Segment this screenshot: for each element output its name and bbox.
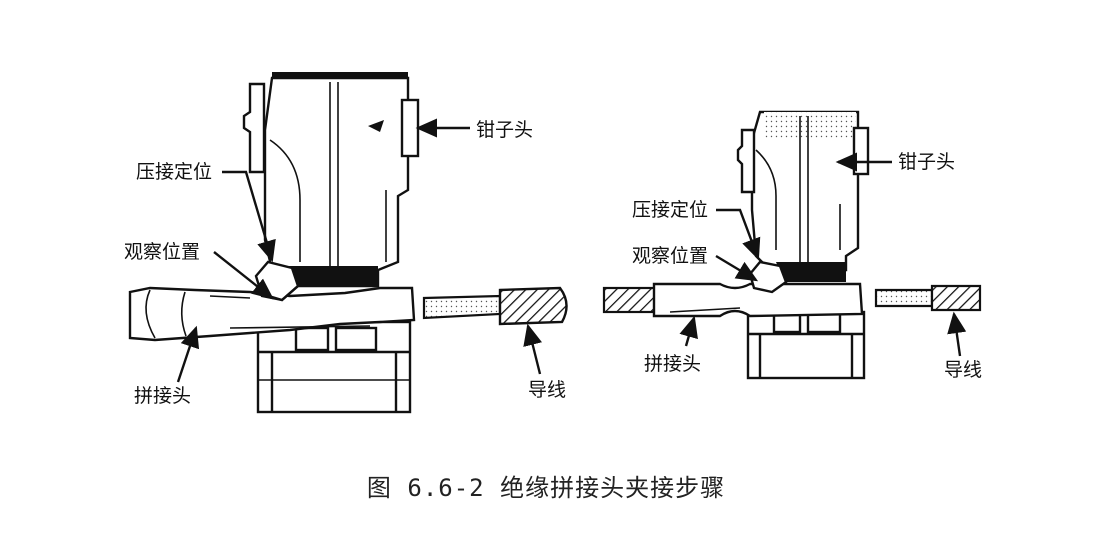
left-label-wire: 导线 xyxy=(528,379,566,401)
right-assembly: 钳子头 压接定位 观察位置 拼接头 导线 xyxy=(602,110,982,381)
left-lower-die xyxy=(256,320,412,414)
right-lower-die xyxy=(746,310,866,380)
left-label-crimp-locator: 压接定位 xyxy=(136,161,212,183)
left-assembly: 钳子头 压接定位 观察位置 拼接头 导线 xyxy=(124,72,568,414)
right-upper-jaw xyxy=(736,110,870,294)
right-label-splice: 拼接头 xyxy=(644,353,701,375)
left-upper-jaw xyxy=(242,72,420,302)
right-label-observe-position: 观察位置 xyxy=(632,245,708,267)
figure-caption: 图 6.6-2 绝缘拼接头夹接步骤 xyxy=(367,474,725,502)
left-label-jaw-head: 钳子头 xyxy=(476,119,533,141)
right-label-wire: 导线 xyxy=(944,359,982,381)
left-label-splice: 拼接头 xyxy=(134,385,191,407)
right-splice xyxy=(602,282,864,318)
right-wire xyxy=(874,284,982,312)
right-label-jaw-head: 钳子头 xyxy=(898,151,955,173)
left-wire xyxy=(422,286,568,326)
left-label-observe-position: 观察位置 xyxy=(124,241,200,263)
right-label-crimp-locator: 压接定位 xyxy=(632,199,708,221)
